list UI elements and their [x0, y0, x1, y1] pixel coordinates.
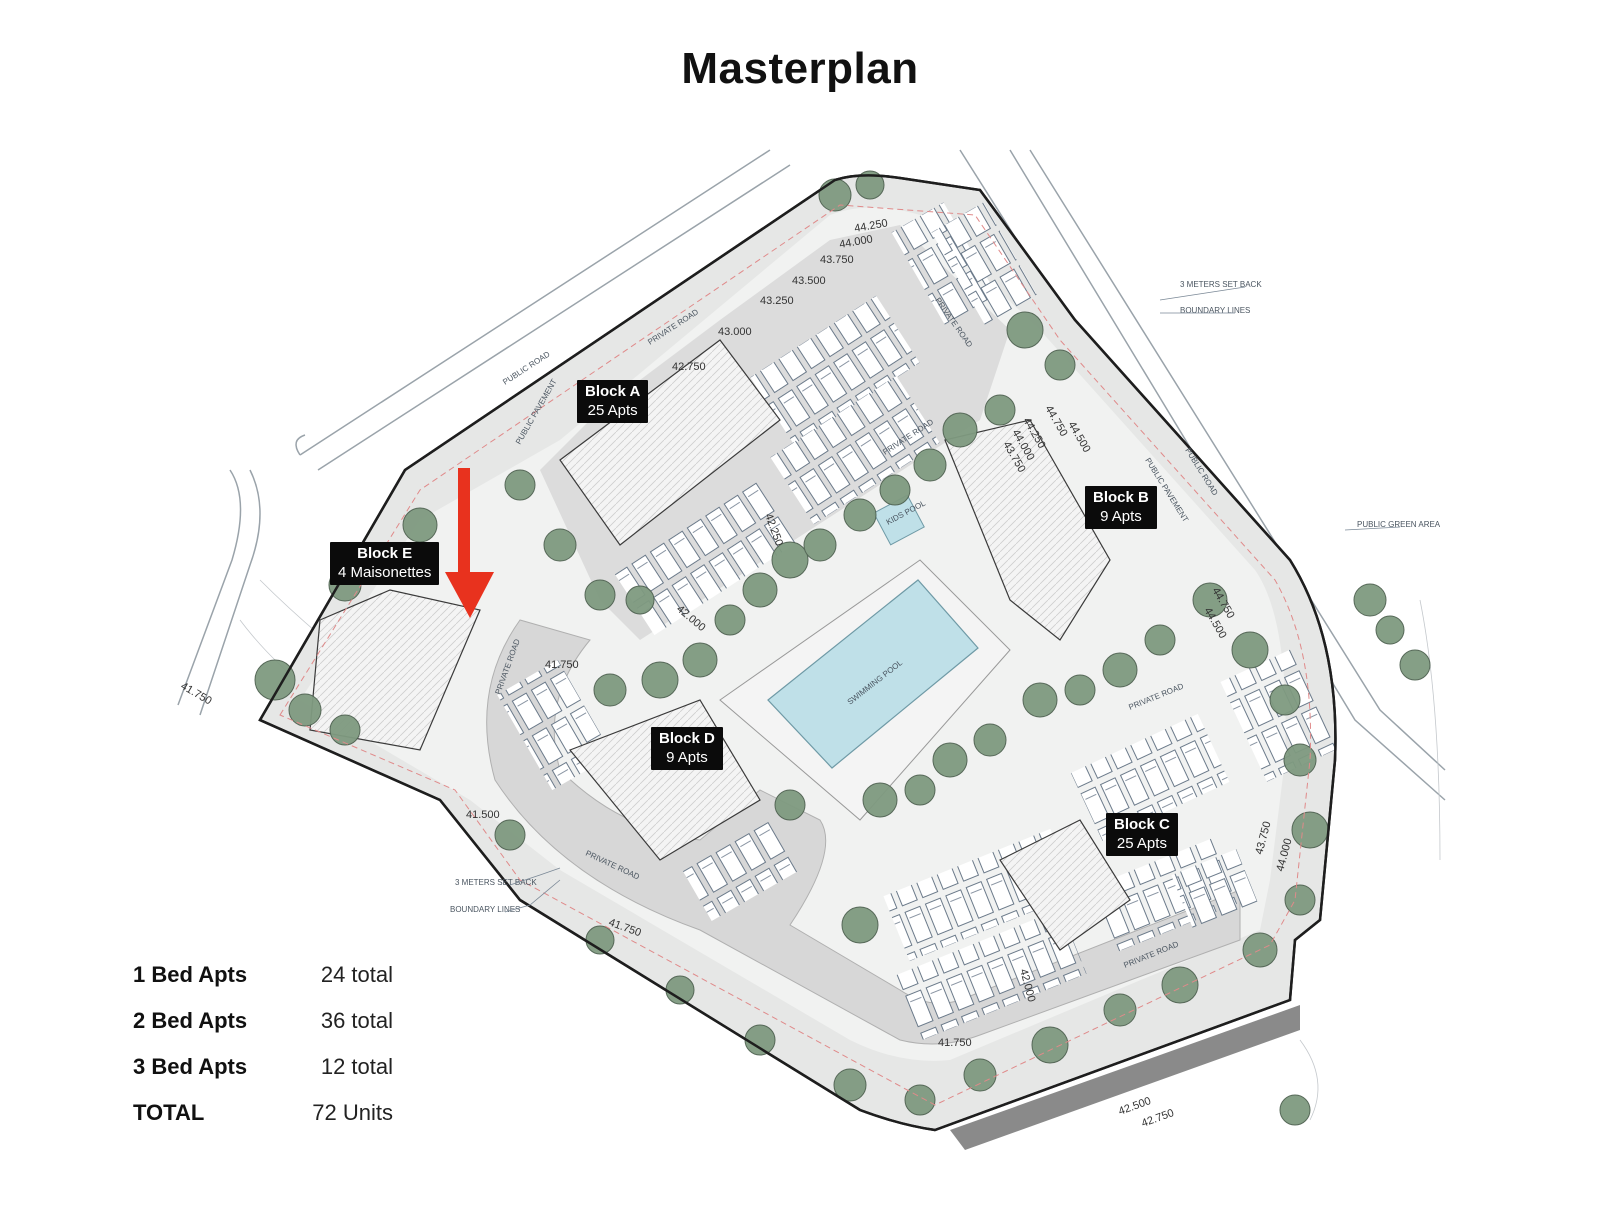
level-4: 43.500	[792, 275, 826, 287]
unit-value: 24 total	[320, 962, 393, 987]
level-3: 43.750	[820, 254, 854, 266]
red-arrow	[445, 468, 494, 618]
unit-value: 36 total	[320, 1008, 393, 1033]
block-c-footprint	[999, 819, 1131, 951]
unit-value: 12 total	[320, 1054, 393, 1079]
unit-value: 72 Units	[312, 1100, 393, 1125]
unit-label: TOTAL	[133, 1100, 205, 1125]
level-7: 42.750	[672, 361, 706, 373]
block-d-name: Block D	[659, 730, 715, 747]
buildings	[309, 339, 1131, 951]
block-a-name: Block A	[585, 383, 641, 400]
block-e-name: Block E	[357, 545, 413, 562]
level-2: 44.000	[838, 233, 873, 251]
label-public-green: PUBLIC GREEN AREA	[1357, 520, 1441, 529]
unit-label: 1 Bed Apts	[133, 962, 248, 987]
block-c-units: 25 Apts	[1116, 835, 1167, 852]
level-5: 43.250	[760, 295, 794, 307]
level-22: 41.750	[938, 1037, 972, 1049]
callout-leaders	[504, 286, 1401, 913]
block-d-label: Block D 9 Apts	[651, 727, 723, 770]
page-title: Masterplan	[681, 44, 919, 93]
block-e-label: Block E 4 Maisonettes	[330, 542, 440, 585]
public-pavement-strip	[950, 1005, 1300, 1150]
block-a-label: Block A 25 Apts	[577, 380, 649, 423]
block-e-units: 4 Maisonettes	[338, 564, 432, 581]
label-setback-nw: 3 METERS SET BACK	[455, 878, 537, 887]
unit-row-3-bed: 3 Bed Apts 12 total	[133, 1054, 393, 1100]
swimming-pool	[767, 579, 979, 769]
level-1: 44.250	[853, 217, 888, 235]
label-boundary-ne: BOUNDARY LINES	[1180, 306, 1250, 315]
level-10: 41.750	[545, 659, 579, 671]
level-11: 41.500	[466, 809, 500, 821]
block-c-name: Block C	[1114, 816, 1170, 833]
block-a-footprint	[559, 339, 781, 546]
block-d-units: 9 Apts	[666, 749, 708, 766]
unit-row-2-bed: 2 Bed Apts 36 total	[133, 1008, 393, 1054]
level-21: 42.750	[1140, 1107, 1176, 1130]
unit-summary: 1 Bed Apts 24 total 2 Bed Apts 36 total …	[133, 962, 393, 1146]
level-20: 42.500	[1117, 1095, 1153, 1118]
public-road-north	[295, 149, 791, 471]
public-road-west	[177, 469, 261, 716]
site-boundary-outline	[258, 174, 1337, 1132]
unit-label: 2 Bed Apts	[133, 1008, 248, 1033]
level-12: 41.750	[179, 680, 214, 707]
block-a-units: 25 Apts	[587, 402, 638, 419]
block-b-label: Block B 9 Apts	[1085, 486, 1157, 529]
label-boundary-nw: BOUNDARY LINES	[450, 905, 520, 914]
level-6: 43.000	[718, 326, 752, 338]
unit-row-1-bed: 1 Bed Apts 24 total	[133, 962, 393, 1008]
parking-bays	[497, 202, 1340, 1042]
unit-row-total: TOTAL 72 Units	[133, 1100, 393, 1146]
label-setback-ne: 3 METERS SET BACK	[1180, 280, 1262, 289]
setback-line	[279, 204, 1312, 1106]
block-c-label: Block C 25 Apts	[1106, 813, 1178, 856]
block-b-footprint	[944, 419, 1111, 641]
unit-label: 3 Bed Apts	[133, 1054, 248, 1079]
block-b-units: 9 Apts	[1100, 508, 1142, 525]
block-b-name: Block B	[1093, 489, 1149, 506]
pool-area	[719, 494, 1011, 821]
